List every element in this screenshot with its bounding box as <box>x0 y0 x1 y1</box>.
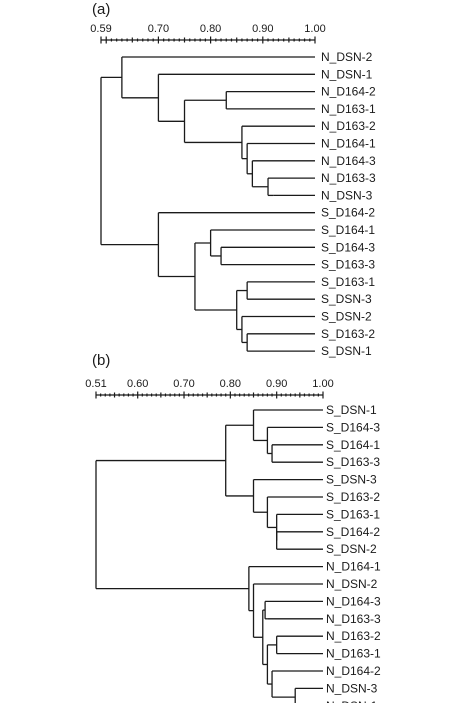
leaf-label: S_DSN-2 <box>321 310 372 324</box>
axis-tick-label: 0.51 <box>85 378 106 390</box>
axis-tick-label: 1.00 <box>312 378 333 390</box>
leaf-label: S_D163-2 <box>326 490 380 504</box>
axis-tick-label: 0.90 <box>252 23 273 35</box>
axis-tick-label: 0.80 <box>220 378 241 390</box>
axis-tick-label: 0.60 <box>127 378 148 390</box>
leaf-label: N_DSN-2 <box>326 577 378 591</box>
leaf-label: S_D164-1 <box>321 223 375 237</box>
leaf-label: S_D163-1 <box>326 507 380 521</box>
dendrogram-panel-a: (a) 0.59 0.70 0.80 0.90 1.00N_DSN-2N_DSN-1N_… <box>90 1 376 358</box>
dendrogram-panel-b: (b) 0.51 0.60 0.70 0.80 0.90 1.00S_DSN-1S_D16… <box>85 352 381 703</box>
leaf-label: S_D164-2 <box>321 206 375 220</box>
panel-label-a: (a) <box>92 1 110 18</box>
leaf-label: N_D163-1 <box>326 647 381 661</box>
leaf-label: S_DSN-2 <box>326 542 377 556</box>
leaf-label: N_D163-3 <box>321 171 376 185</box>
leaf-label: N_D163-1 <box>321 102 376 116</box>
leaf-label: N_D164-2 <box>326 664 381 678</box>
leaf-label: N_DSN-1 <box>321 67 373 81</box>
leaf-label: N_D164-1 <box>326 560 381 574</box>
leaf-label: N_DSN-3 <box>326 681 378 695</box>
leaf-label: N_DSN-1 <box>326 699 378 703</box>
leaf-label: S_DSN-3 <box>321 292 372 306</box>
leaf-label: S_DSN-3 <box>326 473 377 487</box>
leaf-label: S_D163-3 <box>326 455 380 469</box>
axis-tick-label: 1.00 <box>304 23 325 35</box>
leaf-label: S_D163-3 <box>321 258 375 272</box>
leaf-label: N_D163-2 <box>321 119 376 133</box>
leaf-label: S_D163-1 <box>321 275 375 289</box>
leaf-label: N_D163-2 <box>326 629 381 643</box>
leaf-label: N_D164-3 <box>321 154 376 168</box>
axis-tick-label: 0.59 <box>90 23 111 35</box>
leaf-label: N_D164-1 <box>321 137 376 151</box>
leaf-label: N_D163-3 <box>326 612 381 626</box>
axis-tick-label: 0.80 <box>200 23 221 35</box>
leaf-label: S_DSN-1 <box>321 344 372 358</box>
leaf-label: S_D164-3 <box>326 420 380 434</box>
leaf-label: S_D164-2 <box>326 525 380 539</box>
leaf-label: S_D163-2 <box>321 327 375 341</box>
axis-tick-label: 0.70 <box>148 23 169 35</box>
axis-tick-label: 0.70 <box>173 378 194 390</box>
leaf-label: N_D164-3 <box>326 594 381 608</box>
leaf-label: S_D164-1 <box>326 438 380 452</box>
leaf-label: S_D164-3 <box>321 240 375 254</box>
panel-label-b: (b) <box>92 352 110 369</box>
leaf-label: S_DSN-1 <box>326 403 377 417</box>
leaf-label: N_D164-2 <box>321 85 376 99</box>
leaf-label: N_DSN-2 <box>321 50 373 64</box>
leaf-label: N_DSN-3 <box>321 188 373 202</box>
axis-tick-label: 0.90 <box>266 378 287 390</box>
